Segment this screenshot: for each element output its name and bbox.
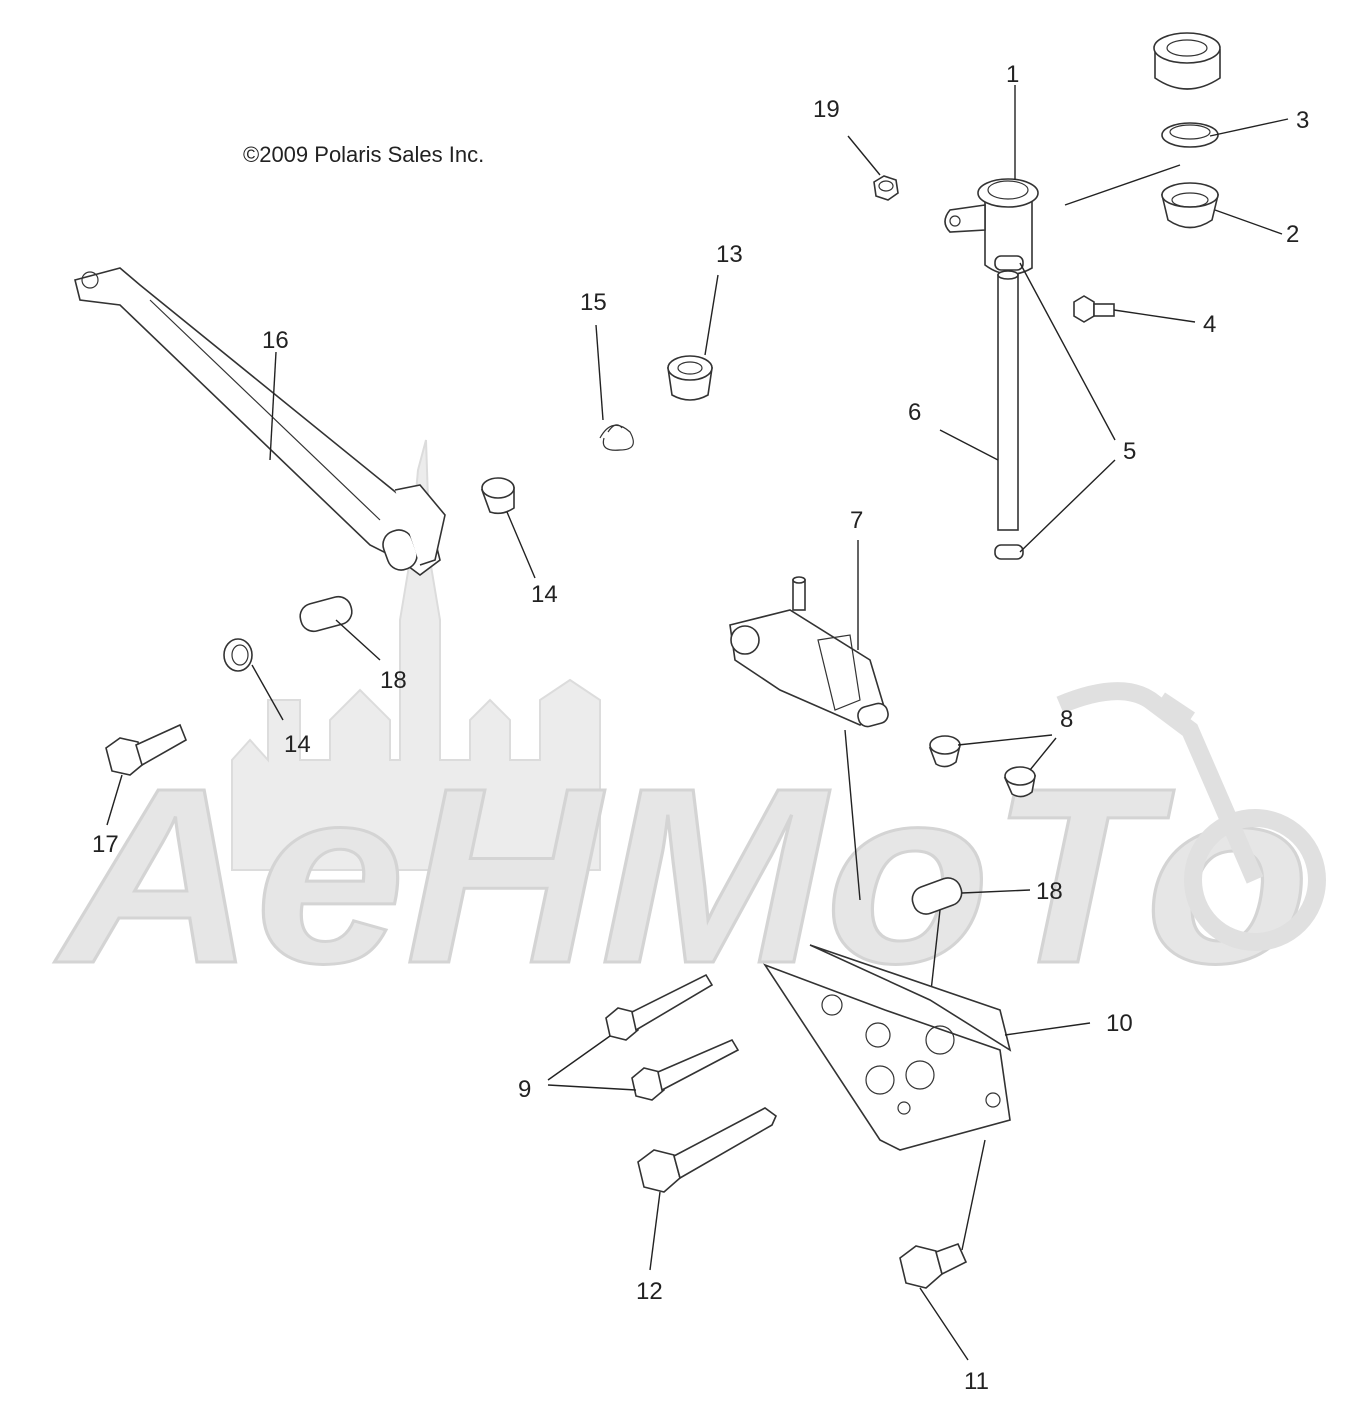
callout-3: 3 [1296,107,1309,134]
callout-10: 10 [1106,1010,1133,1037]
leader-10 [1004,1022,1091,1036]
grommet-pair-part [928,735,1036,798]
screw-part [1073,295,1115,323]
master-cylinder-part [729,576,889,728]
callout-4: 4 [1203,311,1216,338]
reservoir-part [944,178,1039,294]
callout-11: 11 [964,1368,989,1395]
shift-rod-part [74,267,446,576]
leader-5a [1019,262,1116,441]
callout-14a: 14 [531,581,558,608]
leader-8a [957,734,1053,746]
callout-18b: 18 [1036,878,1063,905]
leader-15 [595,324,604,421]
reservoir-cap-part [1153,32,1221,90]
callout-19: 19 [813,96,840,123]
leader-11b [961,1139,986,1251]
leader-11 [919,1287,969,1361]
callout-2: 2 [1286,221,1299,248]
watermark-skyline [231,439,601,871]
callout-8: 8 [1060,706,1073,733]
leader-17 [106,774,123,826]
bracket-part [762,944,1012,1151]
copyright-text: ©2009 Polaris Sales Inc. [243,142,484,167]
callout-15: 15 [580,289,607,316]
leader-5b [1019,459,1116,553]
grommet-part [480,477,515,515]
hose-part [994,255,1024,560]
diaphragm-part [1160,182,1220,229]
leader-9a [547,1035,611,1081]
spring-clip-part [599,424,634,451]
leader-13 [704,274,719,356]
leader-14b [251,664,284,721]
callout-13: 13 [716,241,743,268]
sleeve-part-right [911,877,963,915]
callout-5: 5 [1123,438,1136,465]
watermark-text: AeHMoTo [54,736,1310,1015]
leader-4 [1113,309,1196,323]
watermark-motorcycle [1056,682,1326,951]
grommet-part-lower [223,638,253,672]
leader-18b [961,889,1031,894]
bolt-part-17 [105,723,188,776]
callout-14b: 14 [284,731,311,758]
callout-18a: 18 [380,667,407,694]
leader-7b [844,729,861,901]
leader-18c [929,909,941,1001]
callout-16: 16 [262,327,289,354]
leader-16 [269,351,277,461]
leader-1b [1064,164,1181,206]
callout-12: 12 [636,1278,663,1305]
leader-9b [547,1084,637,1091]
callout-17: 17 [92,831,119,858]
leader-6 [939,429,999,461]
callout-9: 9 [518,1076,531,1103]
callout-labels: 1 2 3 4 5 6 7 8 9 10 11 12 13 14 14 15 1… [92,61,1309,1395]
callout-6: 6 [908,399,921,426]
bushing-part [667,355,713,401]
sleeve-part [299,595,353,633]
leader-18a [335,619,381,661]
watermark: AeHMoTo [52,439,1326,1017]
leader-12 [649,1191,661,1271]
bolt-part-9a [605,973,714,1041]
callout-1: 1 [1006,61,1019,88]
bolt-part-12 [637,1107,777,1193]
bolt-part-11 [899,1242,968,1289]
nut-part [873,175,899,201]
bolt-part-9b [631,1038,740,1101]
leader-14a [506,511,536,579]
leader-8b [1029,737,1057,771]
leader-2 [1214,209,1283,235]
plate-part [1161,122,1219,148]
callout-7: 7 [850,507,863,534]
leader-3 [1209,118,1289,137]
leader-19 [847,135,881,176]
